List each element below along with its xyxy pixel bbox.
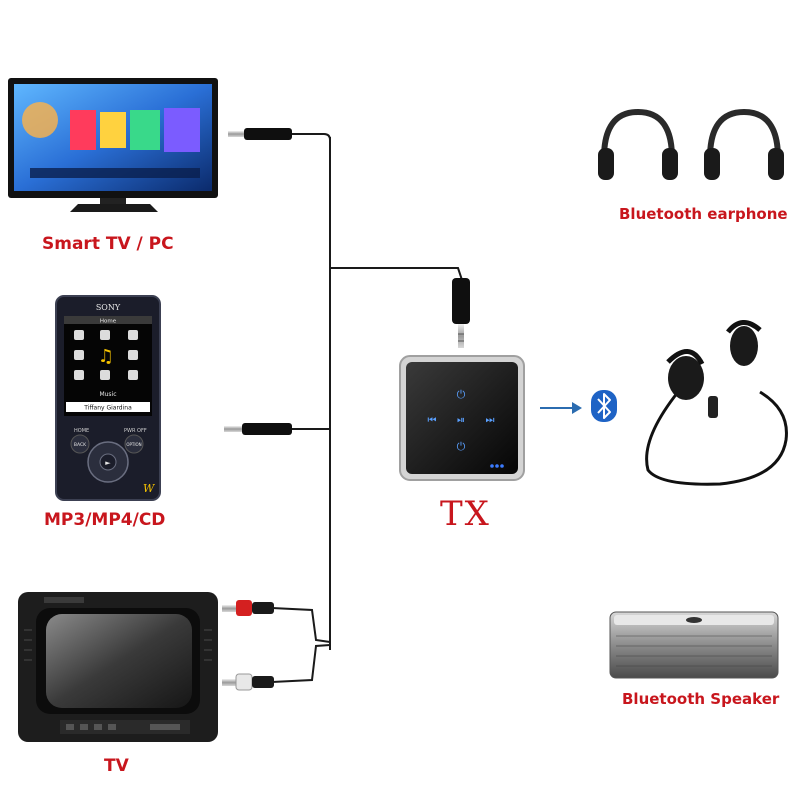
crt-buttons — [66, 724, 180, 730]
mp3-option-button — [124, 434, 144, 454]
plug-mp3 — [224, 423, 292, 435]
play-pause-icon: ⏯ — [457, 415, 465, 426]
mp3-btn-home: HOME — [74, 428, 89, 434]
cable-network — [271, 133, 463, 683]
smart-tv-neck — [100, 198, 126, 206]
earbud-right — [730, 326, 758, 366]
prev-track-icon: ⏮ — [428, 415, 437, 426]
mp3-screen-title: Home — [100, 319, 117, 325]
cable-smart-tv — [290, 133, 331, 141]
crt-speaker-grille — [24, 629, 212, 661]
mp3-player-device: SONY Home ♫ Music Tiffany Giardina HOME … — [55, 295, 161, 501]
mp3-screen-header — [64, 316, 152, 324]
plug-body — [242, 423, 292, 435]
plug-collar — [235, 673, 253, 691]
mode-icon: ⏻ — [457, 440, 466, 453]
tx-label: TX — [440, 494, 491, 534]
plug-tx — [452, 278, 470, 348]
transmit-arrow — [540, 402, 582, 414]
smart-tv-label: Smart TV / PC — [42, 234, 174, 254]
plug-tip — [458, 324, 464, 348]
mp3-icon-grid — [74, 330, 138, 380]
earbuds-icon — [645, 320, 788, 486]
plug-body — [252, 676, 274, 688]
smart-tv-stand — [70, 204, 158, 212]
plug-tip — [222, 605, 236, 612]
mp3-play-button — [99, 453, 117, 471]
mp3-logo: W — [143, 482, 156, 495]
crt-control-strip — [60, 720, 190, 734]
speaker-button — [686, 617, 702, 623]
plug-tip — [222, 679, 236, 686]
tx-face — [406, 362, 518, 474]
speaker-label: Bluetooth Speaker — [622, 690, 780, 708]
plug-body — [252, 602, 274, 614]
tx-status-leds — [490, 464, 504, 468]
screen-tile-green — [130, 110, 160, 150]
play-pause-icon: ► — [105, 459, 111, 467]
screen-tile-yellow — [100, 112, 126, 148]
mp3-btn-back: BACK — [74, 442, 87, 448]
plug-smart-tv — [228, 128, 292, 140]
tx-device: ⏻ ⏮ ⏯ ⏭ ⏻ — [399, 355, 525, 481]
rca-plug-white — [222, 673, 274, 691]
plug-tip — [224, 426, 242, 432]
mp3-brand: SONY — [96, 303, 121, 312]
inline-remote — [708, 396, 718, 418]
screen-sun-glow — [22, 102, 58, 138]
cable-rca-white — [271, 644, 331, 683]
crt-tv-device — [18, 592, 218, 742]
music-note-icon: ♫ — [98, 346, 114, 367]
mp3-btn-pwr: PWR OFF — [124, 428, 147, 434]
earphone-label: Bluetooth earphone — [619, 205, 788, 223]
smart-tv-device — [8, 78, 218, 212]
mp3-label: MP3/MP4/CD — [44, 510, 165, 530]
crt-screen — [46, 614, 192, 708]
mp3-btn-option: OPTION — [126, 442, 141, 447]
next-track-icon: ⏭ — [486, 415, 495, 426]
headphone-icon — [598, 108, 678, 180]
mp3-screen-track: Tiffany Giardina — [83, 405, 132, 412]
crt-top-panel — [44, 597, 84, 603]
mp3-back-button — [70, 434, 90, 454]
plug-tip — [228, 131, 244, 137]
speaker-body — [609, 611, 779, 679]
plug-collar — [236, 600, 252, 616]
rca-plug-red — [222, 600, 274, 616]
mp3-screen-item: Music — [99, 391, 116, 398]
plug-body — [244, 128, 292, 140]
bluetooth-icon — [591, 390, 617, 422]
speaker-grille — [616, 635, 772, 667]
headphone-icon — [704, 108, 784, 180]
cable-rca-red — [271, 607, 331, 643]
cable-branch-tx — [330, 267, 463, 281]
mp3-track-bar — [66, 402, 150, 412]
power-icon: ⏻ — [457, 388, 466, 401]
screen-tile-purple — [164, 108, 200, 152]
plug-body — [452, 278, 470, 324]
earbud-left — [668, 356, 704, 400]
crt-tv-label: TV — [104, 756, 130, 776]
speaker-icon — [609, 611, 779, 679]
screen-menu-bar — [30, 168, 200, 178]
screen-tile-red — [70, 110, 96, 150]
